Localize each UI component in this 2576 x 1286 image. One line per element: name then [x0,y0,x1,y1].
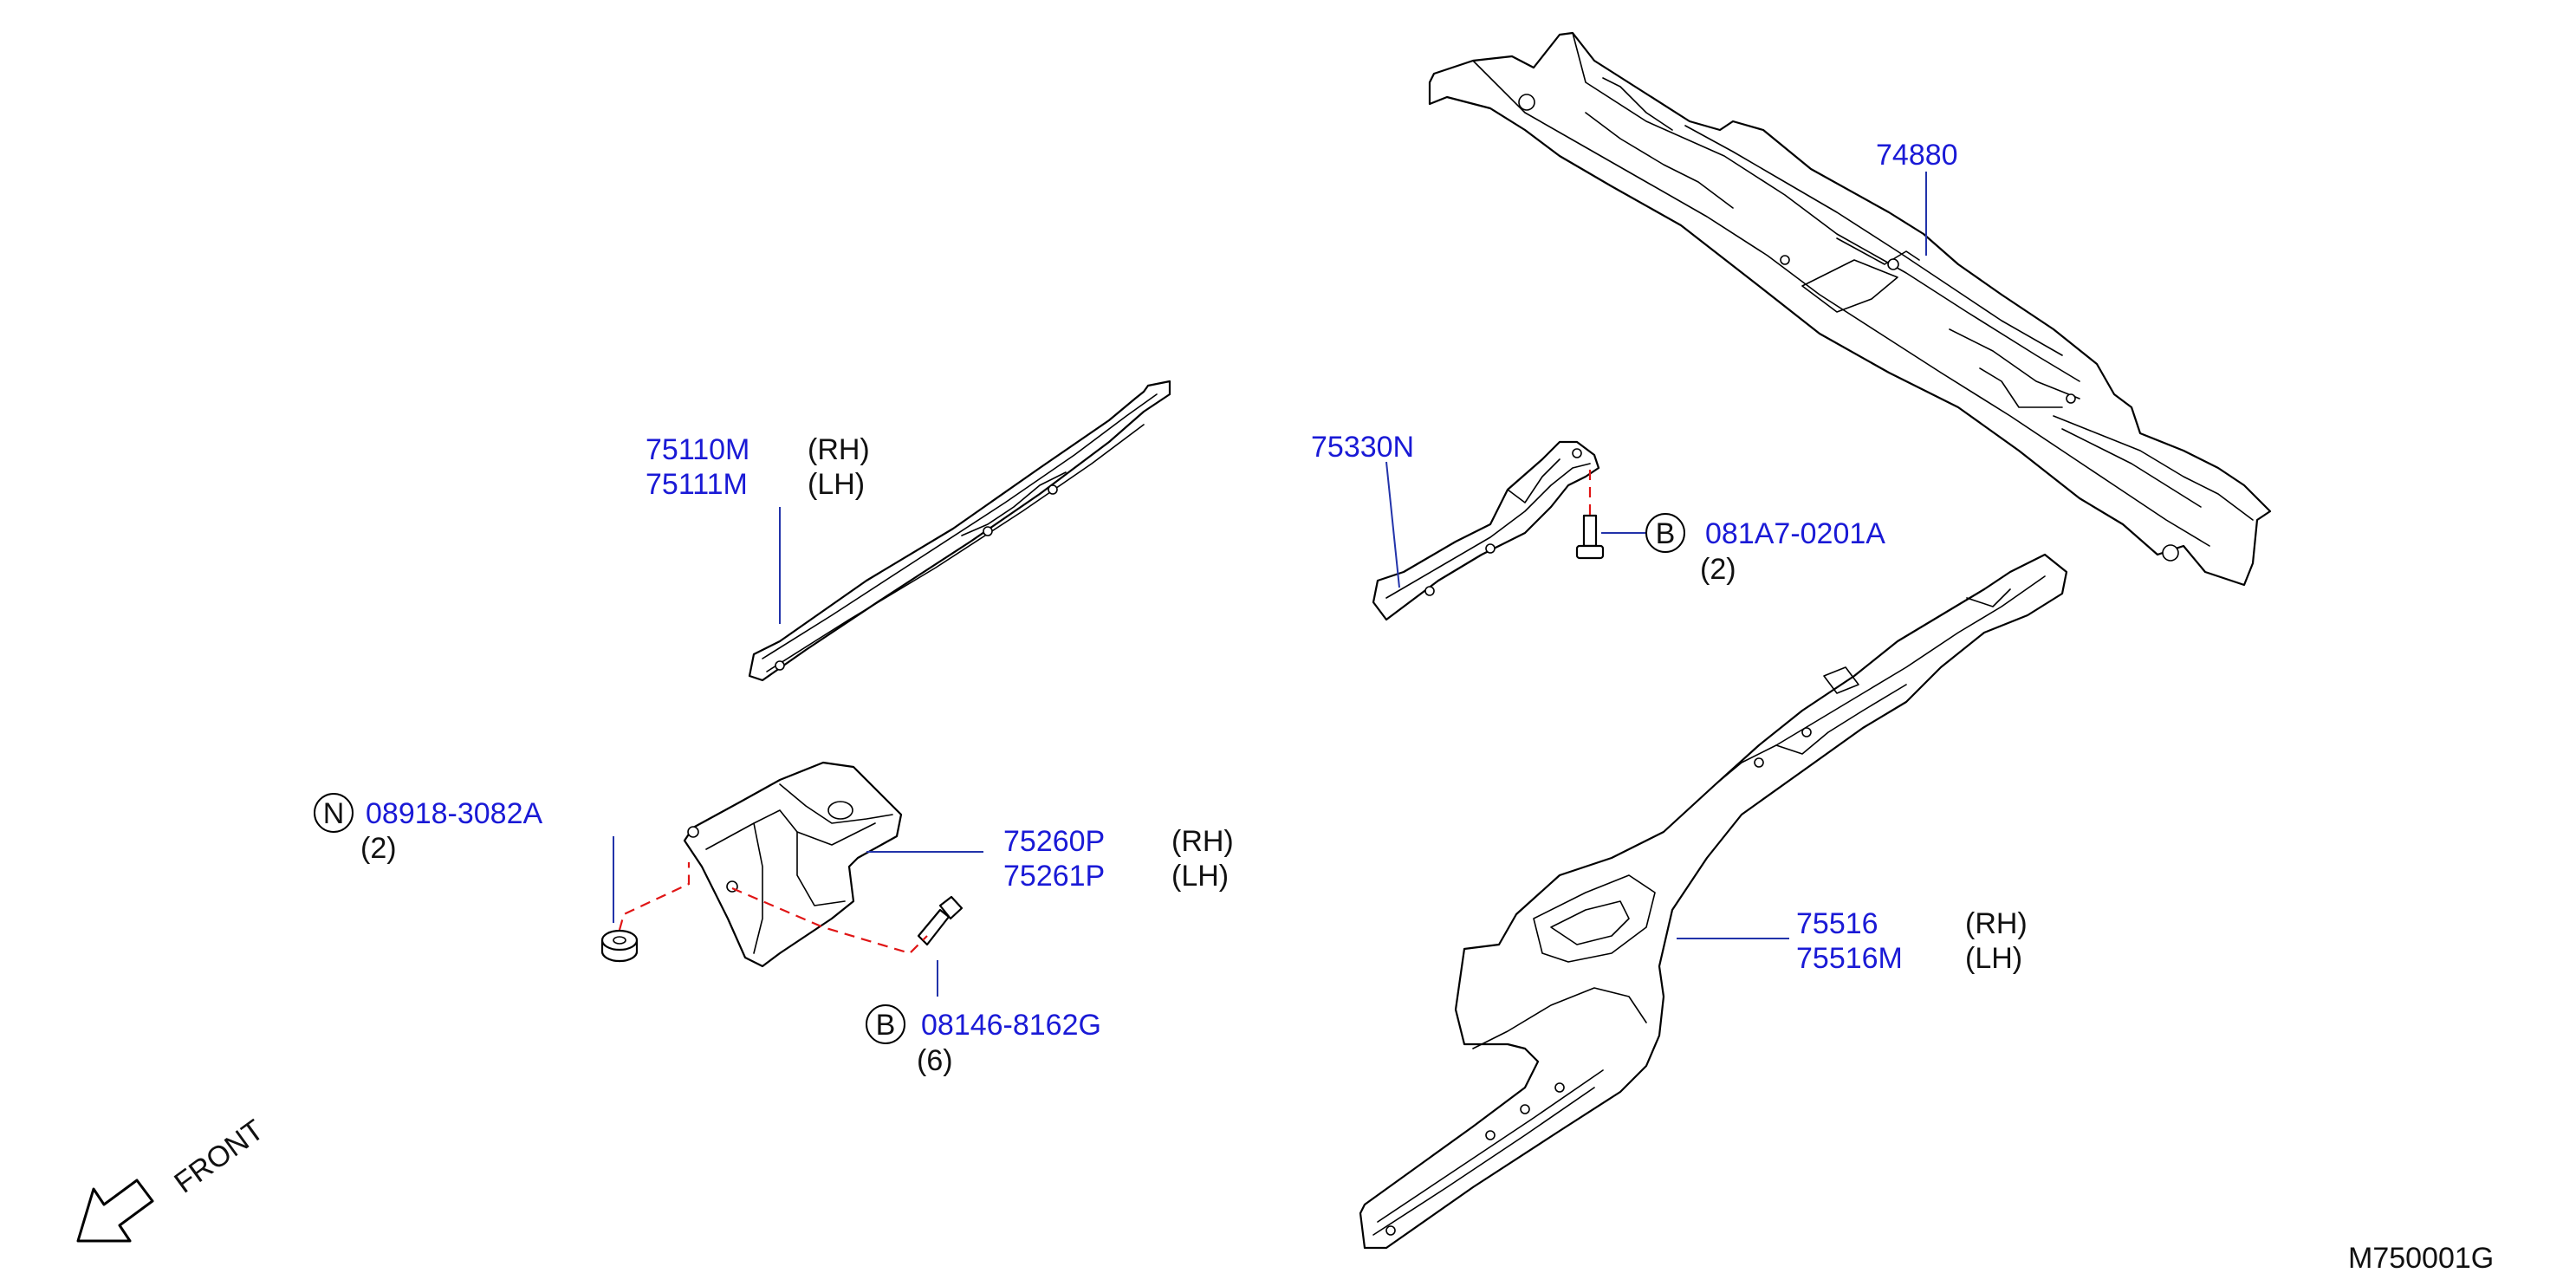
callout-08146-8162g[interactable]: B 08146-8162G (6) [866,1004,1101,1077]
quantity-2: (2) [360,832,397,865]
part-number-08146-8162g: 08146-8162G [921,1009,1101,1042]
part-number-74880: 74880 [1876,139,1958,172]
front-arrow-icon [76,1179,154,1243]
part-number-75330n: 75330N [1311,431,1414,464]
part-number-081a7-0201a: 081A7-0201A [1705,517,1885,550]
part-75516-side-member[interactable] [1359,553,2068,1250]
front-indicator: FRONT [76,1114,269,1243]
part-number-75516m: 75516M [1796,942,1903,975]
side-rh: (RH) [1965,907,2028,940]
side-rh: (RH) [808,433,870,466]
callout-75516[interactable]: 75516 (RH) 75516M (LH) [1796,907,2028,975]
b-symbol-icon [1645,513,1685,553]
b-symbol-label: B [876,1009,896,1042]
part-75110m-rail[interactable] [748,380,1171,682]
n-symbol-icon [314,793,354,833]
diagram-code: M750001G [2348,1242,2494,1275]
part-75260p-bracket[interactable] [683,761,903,968]
side-lh: (LH) [808,468,865,501]
callout-75260p[interactable]: 75260P (RH) 75261P (LH) [1003,825,1234,893]
n-symbol-label: N [323,797,345,830]
part-number-75110m: 75110M [646,433,749,466]
installation-guides [618,470,1592,955]
side-lh: (LH) [1171,860,1229,893]
callout-08918-3082a[interactable]: N 08918-3082A (2) [314,793,543,865]
part-number-75260p: 75260P [1003,825,1105,858]
side-lh: (LH) [1965,942,2022,975]
b-symbol-icon [866,1004,905,1044]
nut-icon [600,929,639,963]
front-label: FRONT [168,1114,269,1200]
leader-lines [613,172,1927,997]
side-rh: (RH) [1171,825,1234,858]
bolt-icon [1575,514,1605,560]
callout-74880[interactable]: 74880 [1876,139,1958,172]
quantity-2: (2) [1700,553,1736,586]
part-number-75261p: 75261P [1003,860,1105,893]
callout-75330n[interactable]: 75330N [1311,431,1414,464]
callout-75110m[interactable]: 75110M (RH) 75111M (LH) [646,433,870,501]
part-number-08918-3082a: 08918-3082A [366,797,543,830]
b-symbol-label: B [1656,517,1676,550]
part-number-75516: 75516 [1796,907,1878,940]
quantity-6: (6) [917,1044,953,1077]
part-75330n-bracket[interactable] [1372,440,1600,621]
part-number-75111m: 75111M [646,468,748,501]
part-74880-cross-member[interactable] [1428,31,2272,587]
callout-081a7-0201a[interactable]: B 081A7-0201A (2) [1645,513,1885,586]
